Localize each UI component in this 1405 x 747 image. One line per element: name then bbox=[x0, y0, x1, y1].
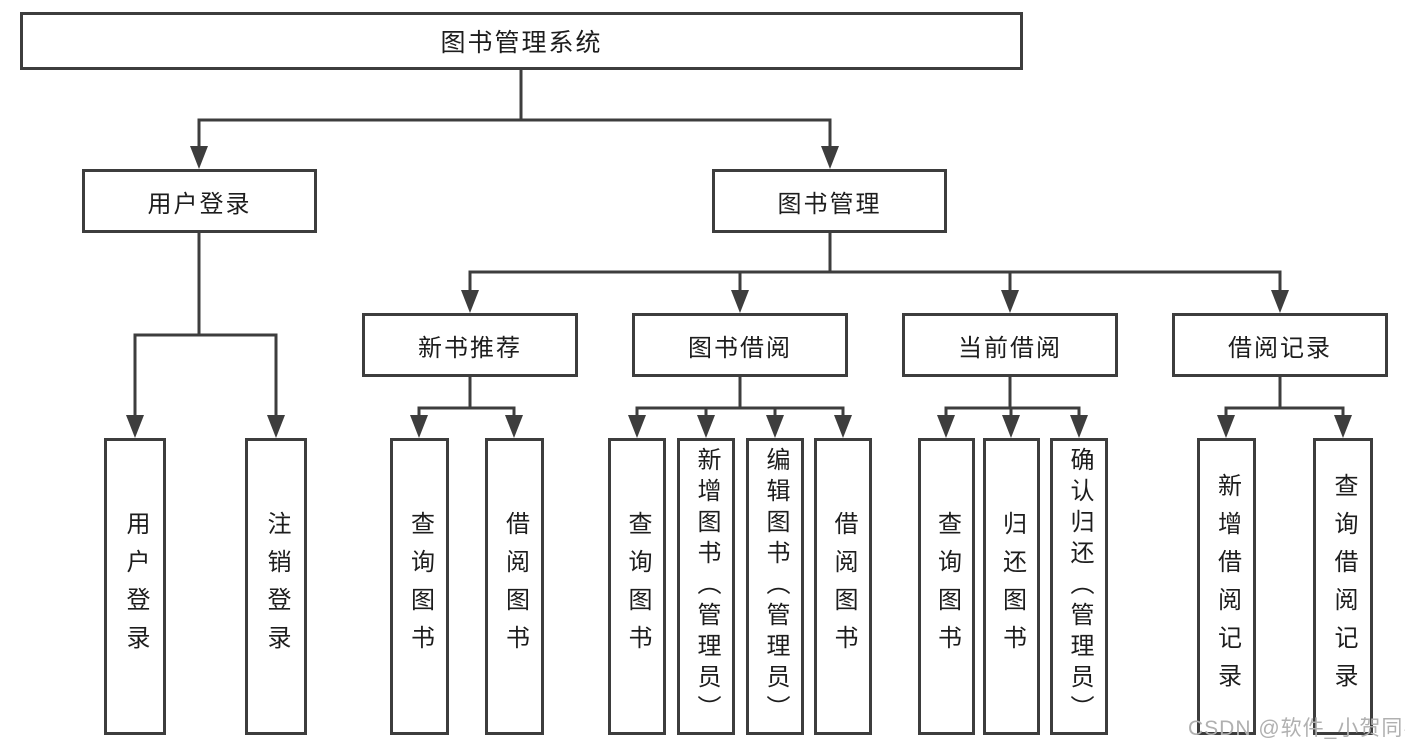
node-query-borrow-record-label: 查询借阅记录 bbox=[1330, 472, 1357, 701]
node-library-management-system: 图书管理系统 bbox=[20, 12, 1023, 70]
node-query-books-borrowing: 查询图书 bbox=[608, 438, 666, 735]
node-add-books-admin: 新增图书（管理员） bbox=[677, 438, 735, 735]
node-borrow-books-recommend-label: 借阅图书 bbox=[501, 510, 529, 663]
node-query-books-current-label: 查询图书 bbox=[933, 510, 961, 663]
node-edit-books-admin: 编辑图书（管理员） bbox=[746, 438, 804, 735]
node-library-management-system-label: 图书管理系统 bbox=[440, 29, 603, 57]
node-book-borrowing: 图书借阅 bbox=[632, 313, 848, 377]
node-user-login-action-label: 用户登录 bbox=[122, 510, 149, 663]
node-current-borrowing-label: 当前借阅 bbox=[958, 334, 1062, 362]
node-query-books-recommend: 查询图书 bbox=[390, 438, 449, 735]
node-user-login-label: 用户登录 bbox=[147, 190, 252, 218]
node-query-books-current: 查询图书 bbox=[918, 438, 975, 735]
node-add-borrow-record-label: 新增借阅记录 bbox=[1213, 472, 1241, 701]
node-logout-action: 注销登录 bbox=[245, 438, 307, 735]
node-logout-action-label: 注销登录 bbox=[263, 510, 290, 663]
node-add-books-admin-label: 新增图书（管理员） bbox=[693, 447, 720, 726]
node-query-borrow-record: 查询借阅记录 bbox=[1313, 438, 1373, 735]
csdn-watermark: CSDN @软件_小贺同学 bbox=[1188, 717, 1405, 740]
node-new-book-recommendation: 新书推荐 bbox=[362, 313, 578, 377]
node-user-login: 用户登录 bbox=[82, 169, 317, 233]
node-borrow-books-borrowing: 借阅图书 bbox=[814, 438, 872, 735]
node-user-login-action: 用户登录 bbox=[104, 438, 166, 735]
node-confirm-return-admin: 确认归还（管理员） bbox=[1050, 438, 1108, 735]
node-book-borrowing-label: 图书借阅 bbox=[688, 334, 792, 362]
node-current-borrowing: 当前借阅 bbox=[902, 313, 1118, 377]
node-add-borrow-record: 新增借阅记录 bbox=[1197, 438, 1256, 735]
node-query-books-borrowing-label: 查询图书 bbox=[624, 510, 651, 663]
node-book-management-label: 图书管理 bbox=[777, 190, 882, 218]
node-query-books-recommend-label: 查询图书 bbox=[406, 510, 434, 663]
node-return-books: 归还图书 bbox=[983, 438, 1040, 735]
node-borrowing-records: 借阅记录 bbox=[1172, 313, 1388, 377]
node-borrow-books-recommend: 借阅图书 bbox=[485, 438, 544, 735]
node-edit-books-admin-label: 编辑图书（管理员） bbox=[762, 447, 789, 726]
node-borrow-books-borrowing-label: 借阅图书 bbox=[830, 510, 857, 663]
node-confirm-return-admin-label: 确认归还（管理员） bbox=[1066, 447, 1093, 726]
node-borrowing-records-label: 借阅记录 bbox=[1228, 334, 1332, 362]
node-book-management: 图书管理 bbox=[712, 169, 947, 233]
node-return-books-label: 归还图书 bbox=[998, 510, 1026, 663]
node-new-book-recommendation-label: 新书推荐 bbox=[418, 334, 522, 362]
